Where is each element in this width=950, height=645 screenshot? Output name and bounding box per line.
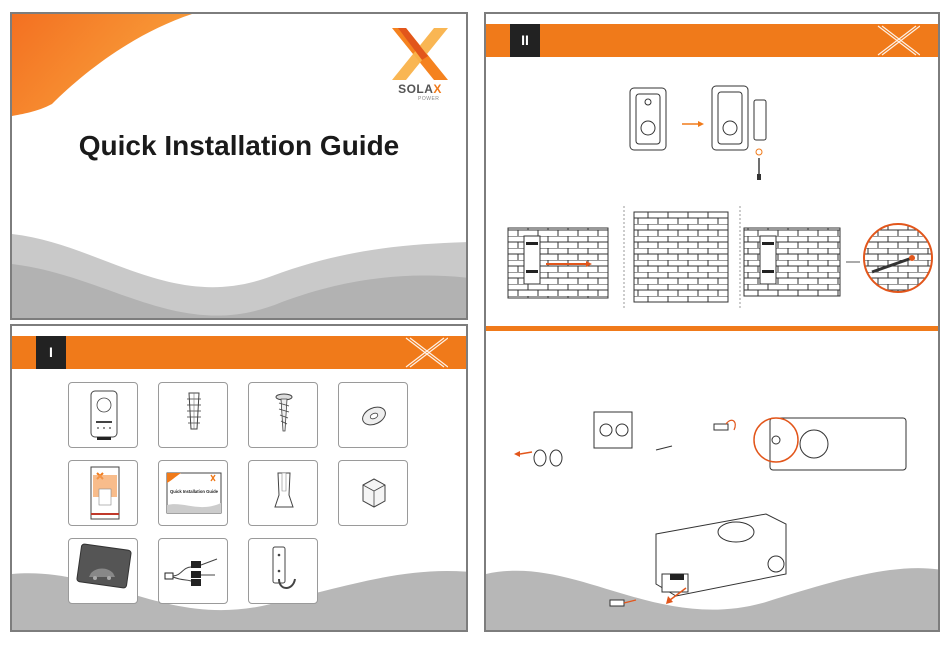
step-cable-gland-illustration — [514, 406, 914, 486]
quick-guide-card-text: Quick Installation Guide — [170, 489, 219, 494]
brick-wall-2 — [634, 212, 728, 302]
section-2-banner: II — [486, 24, 938, 57]
rfid-card-icon — [69, 539, 139, 605]
step-wall-mounting-illustration — [498, 200, 938, 312]
x-watermark-icon — [874, 24, 920, 57]
user-manual-icon — [69, 461, 139, 527]
logo-tagline: POWER — [418, 96, 439, 102]
solax-logo: SOLAX POWER — [388, 26, 452, 106]
parts-tile-ct-cable — [158, 538, 228, 604]
step-terminal-illustration — [596, 504, 796, 614]
holster-hook-icon — [249, 539, 319, 605]
parts-tile-card — [68, 538, 138, 604]
parts-tile-manual — [68, 460, 138, 526]
brick-wall-3 — [744, 228, 840, 296]
page-title: Quick Installation Guide — [12, 130, 466, 162]
section-2-panel: II — [484, 12, 940, 632]
orange-corner-wave — [12, 14, 192, 116]
x-watermark-icon — [402, 336, 448, 369]
parts-tile-quick-guide: Quick Installation Guide — [158, 460, 228, 526]
quick-guide-icon: Quick Installation Guide — [159, 461, 229, 527]
parts-tile-nut — [338, 460, 408, 526]
ct-cable-icon — [159, 539, 229, 605]
detail-zoom-circle — [864, 224, 932, 292]
cover-panel: SOLAX POWER Quick Installation Guide — [10, 12, 468, 320]
self-tapping-screw-icon — [249, 383, 319, 449]
section-number: I — [36, 336, 66, 369]
section-divider — [486, 326, 938, 331]
logo-wordmark: SOLAX — [388, 82, 452, 96]
solax-x-mark-icon — [388, 26, 452, 82]
washer-icon — [339, 383, 409, 449]
parts-tile-terminal — [248, 460, 318, 526]
parts-tile-holster — [248, 538, 318, 604]
section-1-banner: I — [12, 336, 466, 369]
expansion-tube-icon — [159, 383, 229, 449]
step-remove-cover-illustration — [626, 78, 776, 188]
cord-end-terminal-icon — [249, 461, 319, 527]
parts-tile-washer — [338, 382, 408, 448]
parts-tile-screw — [248, 382, 318, 448]
section-1-panel: I — [10, 324, 468, 632]
parts-tile-expansion-tube — [158, 382, 228, 448]
ev-charger-icon — [69, 383, 139, 449]
section-number: II — [510, 24, 540, 57]
hex-nut-icon — [339, 461, 409, 527]
parts-tile-charger — [68, 382, 138, 448]
